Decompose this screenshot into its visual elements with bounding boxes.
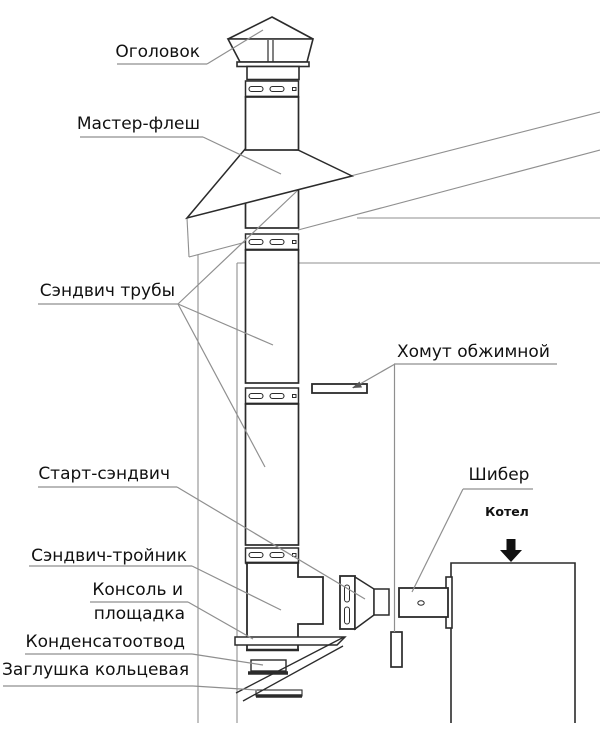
label-start-sandwich: Старт-сэндвич — [38, 464, 170, 484]
start-sandwich-adapter-drawing — [339, 575, 390, 631]
pipe-joint-band-1 — [244, 80, 300, 99]
pipe-joint-band-4 — [244, 547, 300, 565]
boiler-drawing — [445, 562, 576, 723]
pipe-joint-band-2 — [244, 233, 300, 252]
sandwich-pipe-section-c — [244, 403, 300, 546]
console-braces — [235, 636, 345, 702]
label-crimp-clamp: Хомут обжимной — [397, 342, 550, 362]
label-sandwich-pipes: Сэндвич трубы — [39, 281, 175, 301]
crimp-clamp-2-drawing — [390, 631, 403, 668]
label-boiler: Котел — [485, 504, 529, 519]
chimney-cap-drawing — [226, 16, 315, 81]
crimp-clamp-1-drawing — [311, 383, 368, 394]
sandwich-pipe-section-b — [244, 249, 300, 384]
label-ring-plug: Заглушка кольцевая — [2, 660, 190, 680]
label-sandwich-tee: Сэндвич-тройник — [31, 546, 187, 566]
damper-drawing — [398, 587, 449, 618]
sandwich-tee-drawing — [246, 562, 324, 652]
boiler-arrow-icon — [500, 539, 522, 562]
leader-lines — [3, 29, 557, 691]
label-console-platform-line2: площадка — [93, 604, 185, 624]
label-damper: Шибер — [468, 465, 530, 485]
label-cap: Оголовок — [115, 42, 200, 62]
sandwich-pipe-section-a — [244, 96, 300, 151]
condensate-drain-drawing — [248, 659, 288, 675]
label-master-flash: Мастер-флеш — [76, 114, 200, 134]
clamp-arrowhead — [352, 381, 362, 388]
ring-plug-drawing — [255, 689, 303, 698]
wall-lines — [197, 255, 238, 723]
pipe-joint-band-3 — [244, 387, 300, 406]
label-console-platform-line1: Консоль и — [92, 580, 183, 600]
console-platform-drawing — [234, 636, 347, 646]
label-condensate-drain: Конденсатоотвод — [25, 632, 185, 652]
